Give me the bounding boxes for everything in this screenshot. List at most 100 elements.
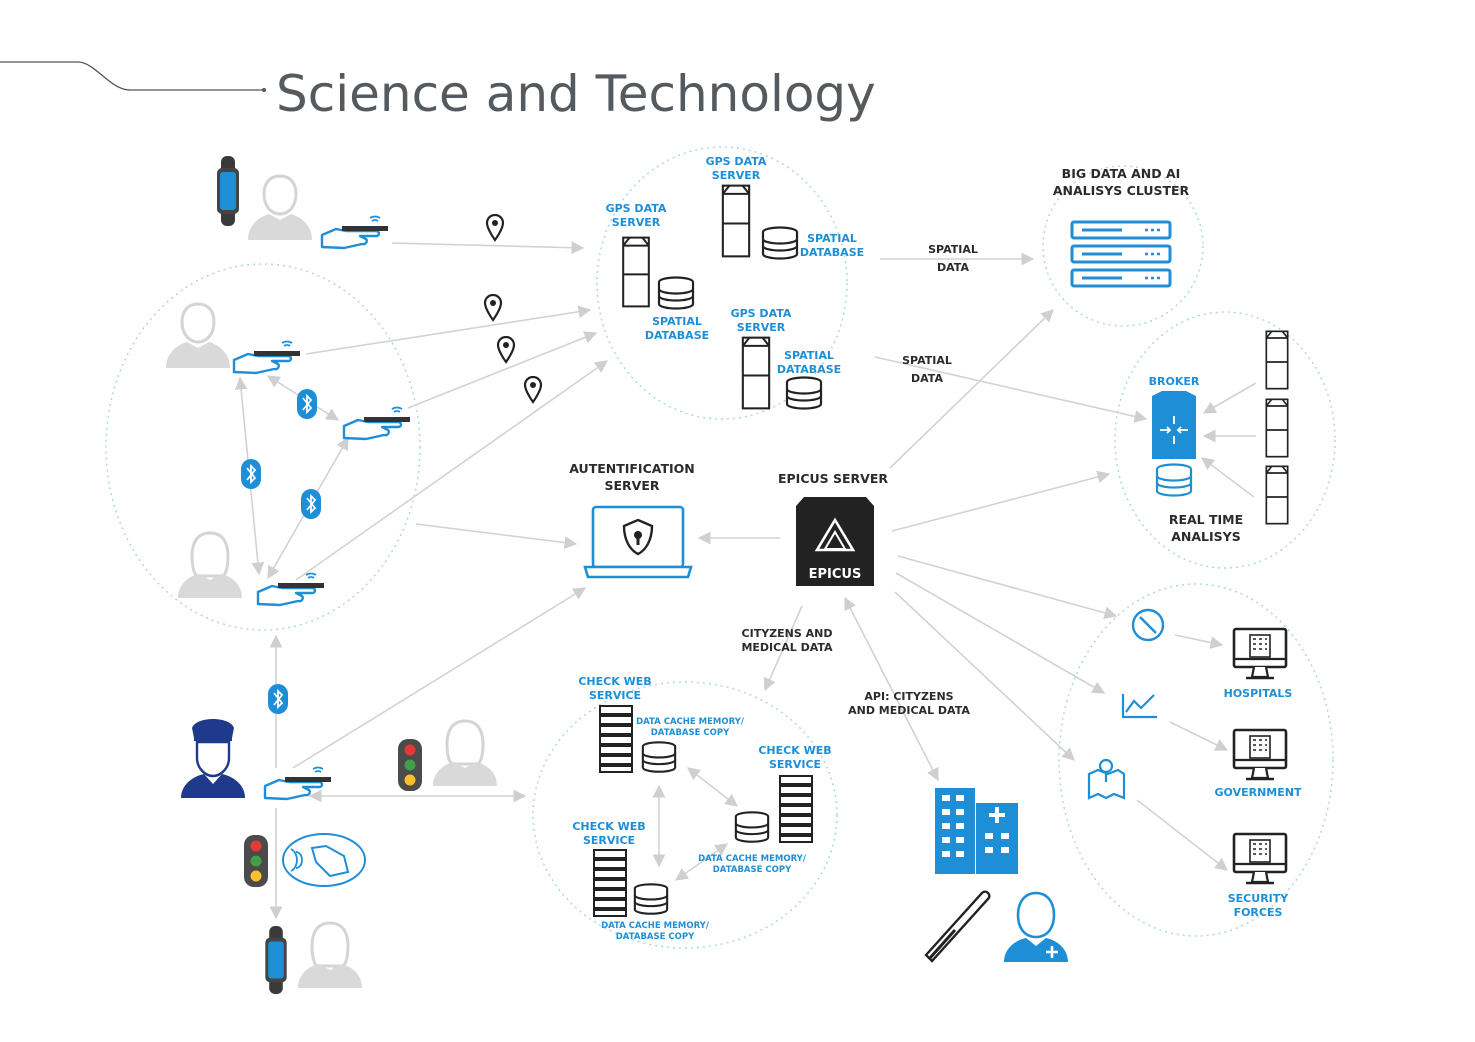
hospitals-label: HOSPITALS [1224, 687, 1293, 700]
spatial-database-label: SPATIAL [652, 315, 702, 328]
phone-hand-icon [320, 215, 390, 250]
bluetooth-icon [296, 388, 318, 420]
spatial-database-label: DATABASE [645, 329, 709, 342]
bluetooth-icon [300, 488, 322, 520]
phone-hand-icon [342, 406, 412, 441]
gps-server-label: GPS DATA [606, 202, 667, 215]
citizens-data-label: MEDICAL DATA [741, 641, 833, 654]
gps-server-icon [721, 184, 751, 258]
server-tower-icon [1265, 398, 1289, 458]
cache-label: DATABASE COPY [651, 728, 730, 738]
gps-server-icon [741, 336, 771, 410]
smartwatch-icon [217, 156, 239, 226]
citizens-data-label: CITYZENS AND [742, 627, 833, 640]
spatial-database-label: DATABASE [777, 363, 841, 376]
realtime-label: ANALISYS [1171, 529, 1240, 544]
phone-hand-icon [232, 340, 302, 375]
gps-server-label: SERVER [737, 321, 786, 334]
spatial-data-label: DATA [937, 261, 969, 274]
cache-label: DATA CACHE MEMORY/ [698, 854, 807, 864]
epicus-server-label: EPICUS SERVER [778, 471, 888, 486]
database-icon [785, 376, 823, 410]
person-icon [176, 531, 244, 598]
gps-cluster [596, 146, 848, 420]
phone-hand-icon [256, 572, 326, 607]
cache-label: DATABASE COPY [616, 932, 695, 942]
doctor-icon [1004, 891, 1068, 962]
bigdata-label: ANALISYS CLUSTER [1053, 183, 1190, 198]
nfc-payment-icon [282, 833, 366, 887]
check-web-label: CHECK WEB [758, 744, 831, 757]
map-pin-icon [496, 336, 516, 364]
api-label: API: CITYZENS [864, 690, 953, 703]
spatial-data-label: DATA [911, 372, 943, 385]
phone-hand-icon [263, 766, 333, 801]
gps-server-label: SERVER [612, 216, 661, 229]
database-icon [1155, 463, 1193, 497]
traffic-light-icon [244, 835, 268, 887]
compass-icon [1131, 608, 1165, 642]
server-rack-icon [1070, 220, 1172, 288]
check-web-label: SERVICE [769, 758, 821, 771]
rack-server-icon [779, 775, 813, 843]
server-tower-icon [1265, 330, 1289, 390]
bigdata-label: BIG DATA AND AI [1062, 166, 1181, 181]
check-web-label: SERVICE [583, 834, 635, 847]
traffic-light-icon [398, 739, 422, 791]
person-icon [246, 174, 314, 240]
database-icon [734, 811, 770, 843]
page-title: Science and Technology [276, 65, 876, 123]
broker-icon [1152, 391, 1196, 459]
user-devices-cluster [105, 263, 421, 631]
chart-line-icon [1121, 694, 1157, 719]
gps-server-label: GPS DATA [731, 307, 792, 320]
hospitals-monitor-icon [1232, 627, 1288, 680]
bluetooth-icon [267, 683, 289, 715]
spatial-database-label: DATABASE [800, 246, 864, 259]
bluetooth-icon [240, 458, 262, 490]
government-monitor-icon [1232, 728, 1288, 781]
security-forces-label: FORCES [1234, 906, 1283, 919]
government-label: GOVERNMENT [1215, 786, 1302, 799]
person-icon [431, 719, 499, 786]
gps-server-label: SERVER [712, 169, 761, 182]
cache-label: DATA CACHE MEMORY/ [601, 921, 710, 931]
realtime-label: REAL TIME [1169, 512, 1243, 527]
auth-server-label: SERVER [604, 478, 659, 493]
spatial-database-label: SPATIAL [784, 349, 834, 362]
auth-server-label: AUTENTIFICATION [569, 461, 694, 476]
server-tower-icon [1265, 465, 1289, 525]
broker-label: BROKER [1149, 375, 1200, 388]
security-monitor-icon [1232, 832, 1288, 885]
check-web-label: CHECK WEB [572, 820, 645, 833]
epicus-server-icon [796, 497, 874, 586]
police-officer-icon [181, 719, 245, 798]
realtime-cluster [1114, 311, 1336, 569]
rack-server-icon [593, 849, 627, 917]
api-label: AND MEDICAL DATA [848, 704, 970, 717]
database-icon [633, 883, 669, 915]
smartwatch-icon [265, 926, 287, 994]
spatial-data-label: SPATIAL [928, 243, 978, 256]
gps-server-icon [621, 236, 651, 308]
person-icon [296, 921, 364, 988]
database-icon [761, 226, 799, 260]
database-icon [641, 741, 677, 773]
thermometer-icon [924, 890, 991, 963]
map-pin-icon [485, 214, 505, 242]
map-location-icon [1087, 758, 1126, 800]
hospital-building-icon [935, 788, 1018, 874]
cache-label: DATABASE COPY [713, 865, 792, 875]
map-pin-icon [523, 376, 543, 404]
rack-server-icon [599, 705, 633, 773]
check-web-label: CHECK WEB [578, 675, 651, 688]
epicus-logo-text: EPICUS [809, 567, 862, 582]
database-icon [657, 276, 695, 310]
check-web-cluster [532, 681, 838, 949]
security-forces-label: SECURITY [1228, 892, 1290, 905]
cache-label: DATA CACHE MEMORY/ [636, 717, 745, 727]
spatial-data-label: SPATIAL [902, 354, 952, 367]
person-icon [164, 302, 232, 368]
bigdata-cluster [1042, 165, 1204, 327]
